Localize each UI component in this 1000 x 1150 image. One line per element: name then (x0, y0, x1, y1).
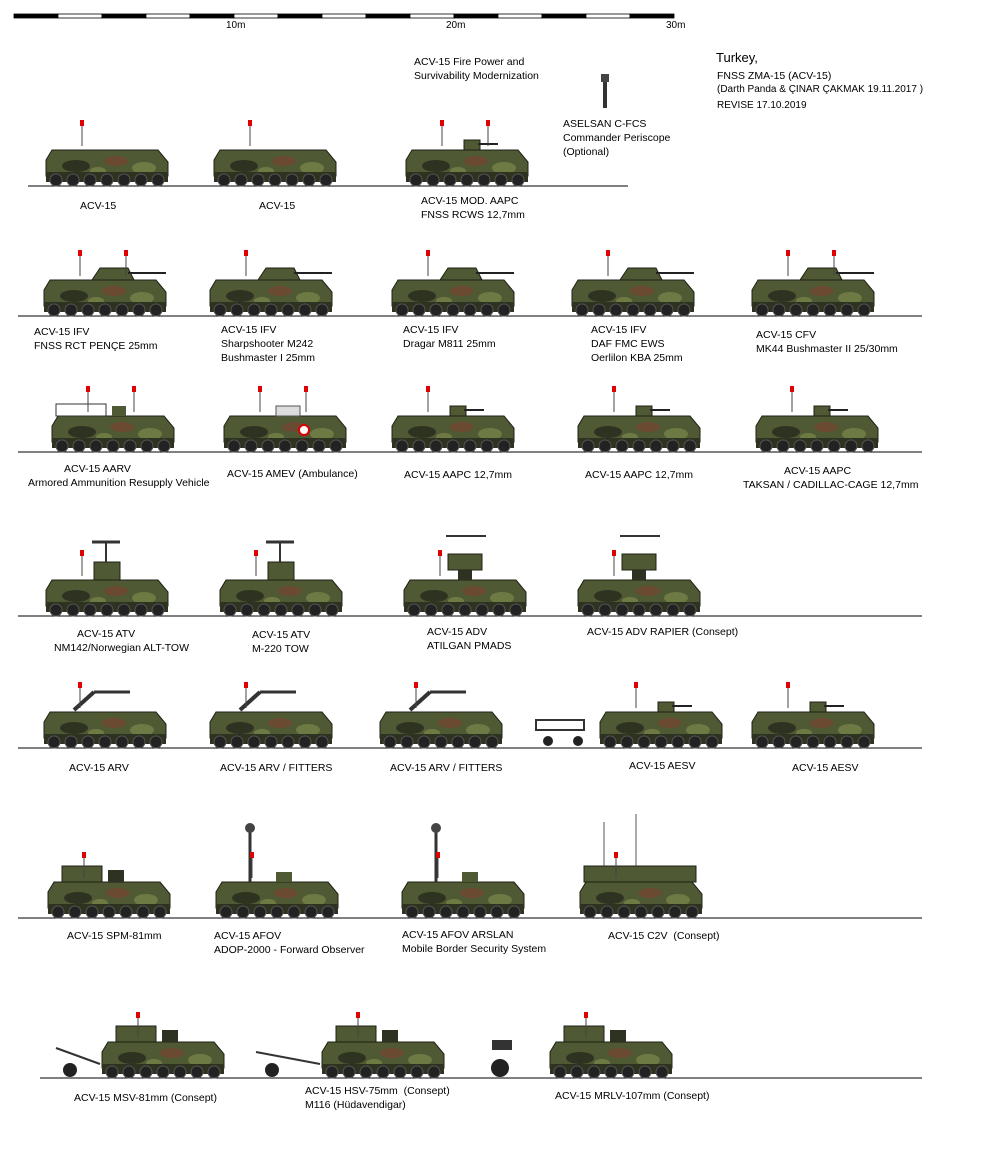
caption-v13-l1: ACV-15 AAPC 12,7mm (585, 469, 693, 481)
caption-v05-l1: ACV-15 IFV (34, 326, 90, 338)
scale-bar (13, 13, 675, 19)
caption-v11-l1: ACV-15 AMEV (Ambulance) (227, 468, 358, 480)
caption-v02-l1: ACV-15 (259, 200, 296, 212)
caption-v28-l1: ACV-15 MSV-81mm (Consept) (74, 1092, 217, 1104)
scale-label-30m: 30m (666, 20, 686, 31)
caption-v21-l1: ACV-15 ARV / FITTERS (390, 762, 503, 774)
vehicle-v04 (601, 74, 609, 108)
scale-label-10m: 10m (226, 20, 246, 31)
caption-v22-l1: ACV-15 AESV (629, 760, 696, 772)
header-country: Turkey, (716, 50, 758, 65)
periscope-head (601, 74, 609, 82)
caption-v27-l1: ACV-15 C2V (Consept) (608, 930, 720, 942)
vehicle-v21 (379, 682, 503, 749)
vehicle-v27 (579, 814, 703, 919)
caption-v12-l1: ACV-15 AAPC 12,7mm (404, 469, 512, 481)
vehicle-v23 (751, 682, 875, 749)
caption-v04-l3: (Optional) (563, 146, 610, 158)
caption-v15-l1: ACV-15 ATV (77, 628, 136, 640)
vehicle-v07 (391, 250, 515, 317)
caption-v29-l2: M116 (Hüdavendigar) (305, 1099, 406, 1111)
vehicle-v16 (219, 540, 343, 617)
vehicle-v22 (599, 682, 723, 749)
caption-v30-l1: ACV-15 MRLV-107mm (Consept) (555, 1090, 710, 1102)
caption-v03-l2: FNSS RCWS 12,7mm (421, 209, 525, 221)
caption-v20-l1: ACV-15 ARV / FITTERS (220, 762, 333, 774)
header-credits: (Darth Panda & ÇINAR ÇAKMAK 19.11.2017 ) (717, 84, 924, 95)
vehicle-v14 (755, 386, 879, 453)
caption-v08-l2: DAF FMC EWS (591, 338, 665, 350)
caption-v08-l1: ACV-15 IFV (591, 324, 647, 336)
caption-v04-l2: Commander Periscope (563, 132, 671, 144)
vehicle-v05 (43, 250, 167, 317)
vehicle-v03 (405, 120, 529, 187)
caption-v07-l2: Dragar M811 25mm (403, 338, 496, 350)
towed-equipment (55, 719, 585, 1077)
caption-v17-l2: ATILGAN PMADS (427, 640, 512, 652)
caption-v07-l1: ACV-15 IFV (403, 324, 459, 336)
caption-v24-l1: ACV-15 SPM-81mm (67, 930, 162, 942)
vehicle-v18 (577, 535, 701, 617)
caption-v03-l1: ACV-15 MOD. AAPC (421, 195, 519, 207)
caption-v16-l2: M-220 TOW (252, 643, 309, 655)
caption-v26-l1: ACV-15 AFOV ARSLAN (402, 929, 514, 941)
vehicle-v01 (45, 120, 169, 187)
vehicle-v13 (577, 386, 701, 453)
caption-v06-l3: Bushmaster I 25mm (221, 352, 315, 364)
vehicle-v12 (391, 386, 515, 453)
vehicle-v08 (571, 250, 695, 317)
vehicle-v30 (549, 1012, 673, 1079)
caption-v29-l1: ACV-15 HSV-75mm (Consept) (305, 1085, 450, 1097)
header-revise: REVISE 17.10.2019 (717, 100, 807, 111)
caption-v18-l1: ACV-15 ADV RAPIER (Consept) (587, 626, 739, 638)
caption-v08-l3: Oerlilon KBA 25mm (591, 352, 683, 364)
caption-v01-l1: ACV-15 (80, 200, 117, 212)
vehicle-v10 (51, 386, 175, 453)
vehicle-v20 (209, 682, 333, 749)
vehicle-v17 (403, 535, 527, 617)
caption-v17-l1: ACV-15 ADV (427, 626, 488, 638)
vehicle-v19 (43, 682, 167, 749)
caption-v05-l2: FNSS RCT PENÇE 25mm (34, 340, 158, 352)
caption-v15-l2: NM142/Norwegian ALT-TOW (54, 642, 189, 654)
periscope-body (603, 82, 607, 108)
vehicle-v02 (213, 120, 337, 187)
caption-v25-l2: ADOP-2000 - Forward Observer (214, 944, 365, 956)
vehicle-v11 (223, 386, 347, 453)
top-caption-line2: Survivability Modernization (414, 70, 539, 82)
caption-v06-l2: Sharpshooter M242 (221, 338, 314, 350)
caption-v14-l2: TAKSAN / CADILLAC-CAGE 12,7mm (743, 479, 919, 491)
caption-v23-l1: ACV-15 AESV (792, 762, 859, 774)
vehicle-v15 (45, 540, 169, 617)
caption-v14-l1: ACV-15 AAPC (784, 465, 852, 477)
vehicle-v24 (47, 852, 171, 919)
caption-v26-l2: Mobile Border Security System (402, 943, 547, 955)
vehicle-v26 (401, 823, 525, 919)
caption-v09-l1: ACV-15 CFV (756, 329, 817, 341)
header-model: FNSS ZMA-15 (ACV-15) (717, 70, 832, 82)
caption-v25-l1: ACV-15 AFOV (214, 930, 282, 942)
vehicle-v29 (321, 1012, 445, 1079)
scale-label-20m: 20m (446, 20, 466, 31)
vehicle-v28 (101, 1012, 225, 1079)
caption-v10-l2: Armored Ammunition Resupply Vehicle (28, 477, 210, 489)
caption-v04-l1: ASELSAN C-FCS (563, 118, 647, 130)
vehicle-v25 (215, 823, 339, 919)
caption-v19-l1: ACV-15 ARV (69, 762, 129, 774)
caption-v06-l1: ACV-15 IFV (221, 324, 277, 336)
top-caption-line1: ACV-15 Fire Power and (414, 56, 525, 68)
caption-v16-l1: ACV-15 ATV (252, 629, 311, 641)
caption-v09-l2: MK44 Bushmaster II 25/30mm (756, 343, 898, 355)
caption-v10-l1: ACV-15 AARV (64, 463, 131, 475)
vehicle-v09 (751, 250, 875, 317)
vehicle-v06 (209, 250, 333, 317)
